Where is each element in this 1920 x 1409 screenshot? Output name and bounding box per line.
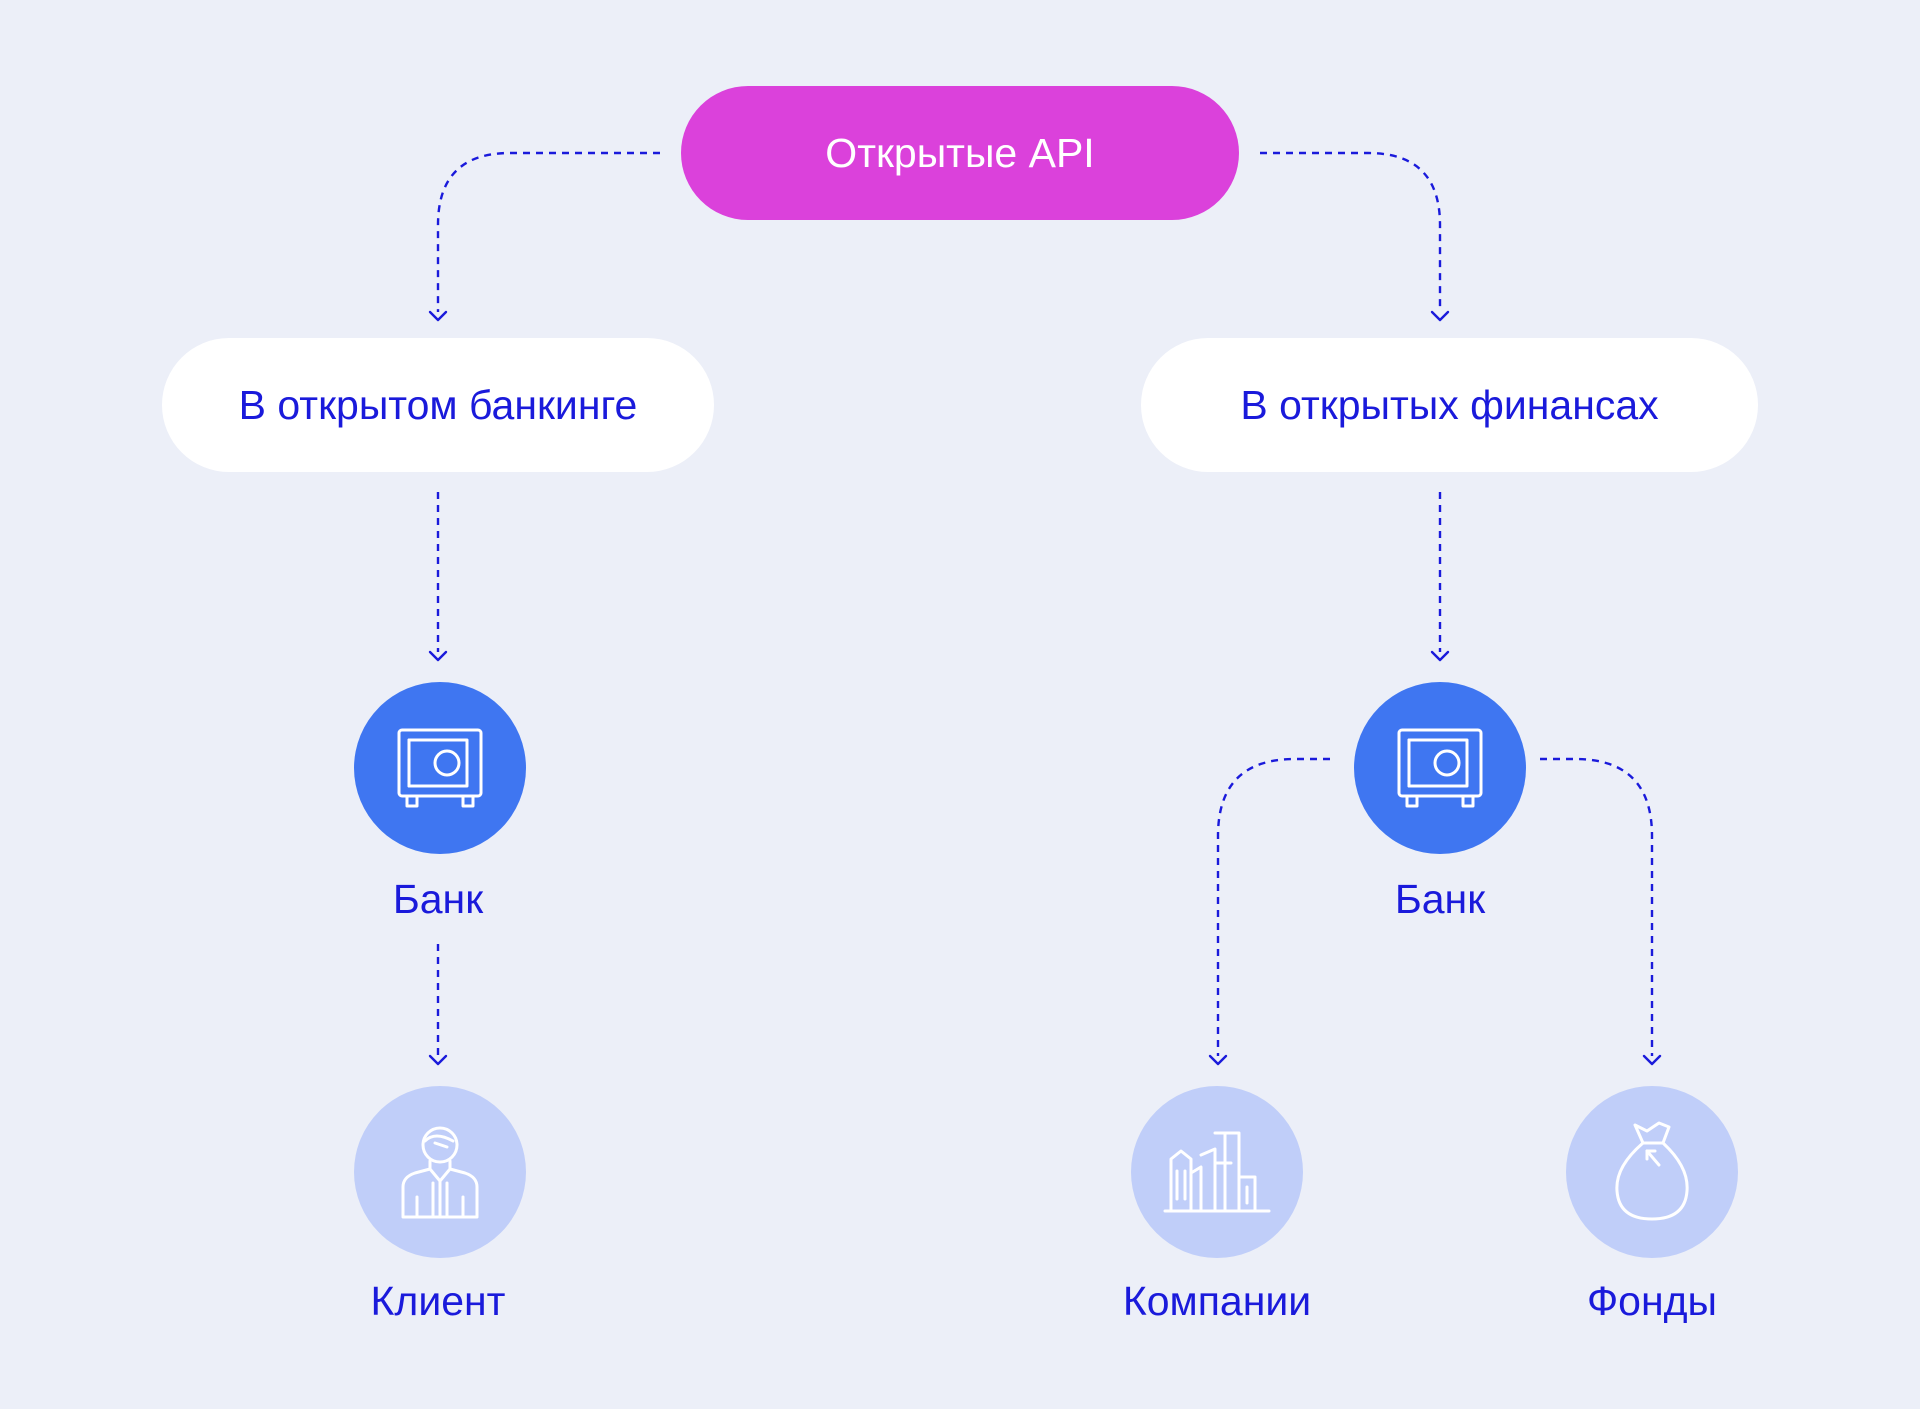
node-left-bank-label: Банк <box>392 876 484 922</box>
node-client-label: Клиент <box>370 1278 506 1324</box>
node-funds-label: Фонды <box>1586 1278 1717 1324</box>
edge-root-to-open-banking <box>436 151 660 312</box>
edge-root-to-open-finance <box>1260 151 1442 312</box>
root-node-open-api: Открытые API <box>681 86 1239 220</box>
branch-open-banking: В открытом банкинге <box>162 338 714 472</box>
arrowhead-left-bank <box>428 650 448 662</box>
safe-icon <box>397 728 483 808</box>
edge-bank-to-companies <box>1216 757 1330 1056</box>
buildings-icon <box>1163 1131 1271 1213</box>
safe-icon <box>1397 728 1483 808</box>
person-icon <box>401 1126 479 1219</box>
arrowhead-client <box>428 1054 448 1066</box>
money-bag-icon <box>1615 1121 1689 1221</box>
arrowhead-companies <box>1208 1054 1228 1066</box>
edge-bank-to-funds <box>1540 757 1654 1056</box>
arrowhead-open-finance <box>1430 310 1450 322</box>
node-companies <box>1131 1086 1303 1258</box>
branch-open-finance-label: В открытых финансах <box>1240 381 1659 428</box>
branch-open-finance: В открытых финансах <box>1141 338 1758 472</box>
arrowhead-right-bank <box>1430 650 1450 662</box>
node-left-bank <box>354 682 526 854</box>
node-companies-label: Компании <box>1122 1278 1312 1324</box>
arrowhead-open-banking <box>428 310 448 322</box>
node-right-bank-label: Банк <box>1394 876 1486 922</box>
arrowhead-funds <box>1642 1054 1662 1066</box>
root-node-label: Открытые API <box>825 129 1095 176</box>
branch-open-banking-label: В открытом банкинге <box>238 381 638 428</box>
node-funds <box>1566 1086 1738 1258</box>
node-client <box>354 1086 526 1258</box>
node-right-bank <box>1354 682 1526 854</box>
